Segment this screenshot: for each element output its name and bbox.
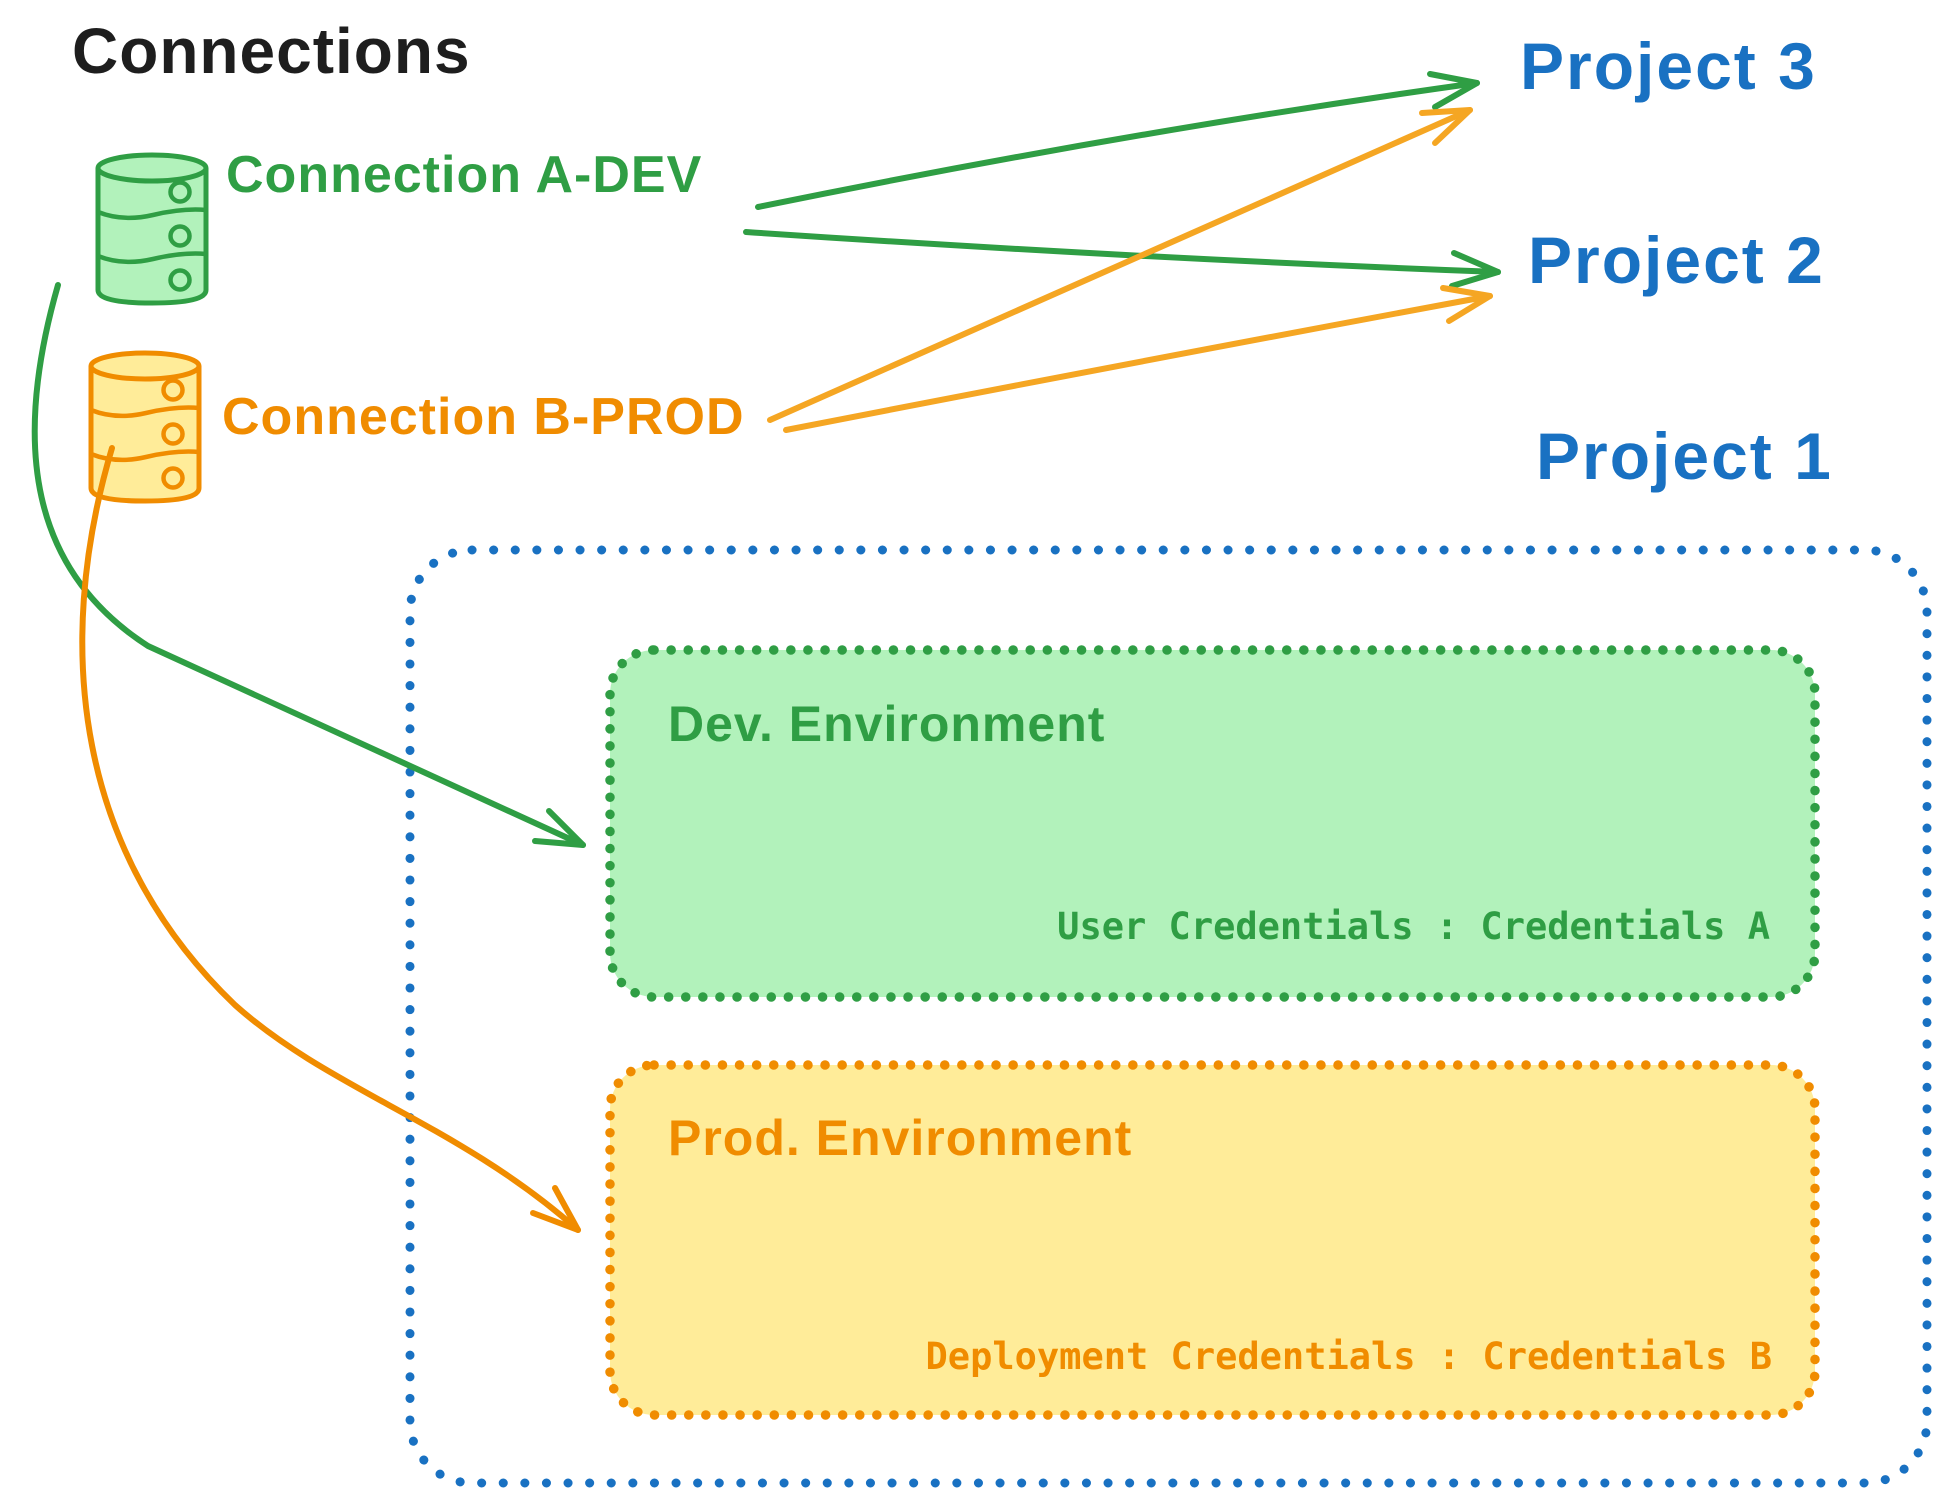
project-1-container-box [405,545,1932,1488]
arrow-b-prod-to-project-2 [783,285,1493,433]
project-3-label: Project 3 [1520,29,1817,103]
database-icon-a-dev [95,152,209,306]
arrow-b-prod-to-project-3 [767,107,1473,423]
dev-environment-title: Dev. Environment [668,696,1106,752]
dev-environment-credentials-label: User Credentials : Credentials A [1057,905,1770,948]
arrow-b-prod-to-prod-environment [79,445,581,1233]
connection-b-prod-label: Connection B-PROD [222,388,745,446]
dev-environment-box [605,645,1820,1002]
prod-environment-credentials-label: Deployment Credentials : Credentials B [925,1335,1772,1378]
prod-environment-box [605,1060,1820,1420]
project-2-label: Project 2 [1528,223,1825,297]
connection-a-dev-label: Connection A-DEV [226,146,703,204]
database-icon-b-prod [88,350,202,504]
diagram-title: Connections [72,15,471,87]
arrow-a-dev-to-project-2 [743,229,1501,289]
arrow-a-dev-to-project-3 [755,71,1480,210]
project-1-label: Project 1 [1536,419,1833,493]
prod-environment-title: Prod. Environment [668,1110,1133,1166]
arrow-a-dev-to-dev-environment [31,282,586,848]
